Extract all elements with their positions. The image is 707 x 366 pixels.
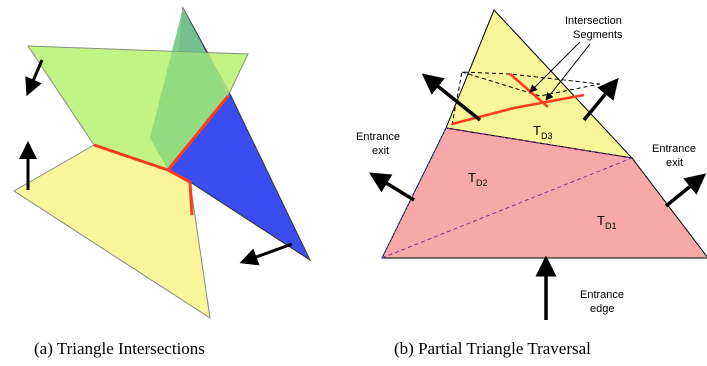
intersection-segment-right bbox=[167, 168, 194, 216]
label-td3-sub: D3 bbox=[541, 131, 553, 141]
pointer-line-2 bbox=[545, 43, 591, 101]
intersection-label-line2: Segments bbox=[573, 29, 623, 41]
arrow-left bbox=[369, 172, 415, 202]
label-td1: TD1 bbox=[597, 213, 616, 231]
entrance-exit-left-line1: Entrance bbox=[356, 131, 400, 143]
label-td1-sub: D1 bbox=[605, 221, 617, 231]
dashed-diag-2 bbox=[445, 127, 633, 159]
entrance-exit-right-line1: Entrance bbox=[652, 143, 696, 155]
entrance-edge-line2: edge bbox=[590, 303, 614, 315]
label-td3-main: T bbox=[533, 123, 541, 138]
dashed-inner-path bbox=[451, 71, 601, 126]
green-blue-overlap bbox=[150, 8, 228, 170]
label-td2: TD2 bbox=[468, 170, 487, 188]
intersection-segment-2 bbox=[513, 93, 585, 110]
panel-b: Intersection Segments Entrance exit Entr… bbox=[356, 9, 707, 320]
entrance-edge-line1: Entrance bbox=[580, 289, 624, 301]
dashed-edge-left bbox=[381, 127, 447, 259]
label-td2-main: T bbox=[468, 170, 476, 185]
caption-a: (a) Triangle Intersections bbox=[34, 339, 205, 358]
arrow-right bbox=[664, 173, 707, 208]
dashed-inner-path-2 bbox=[461, 71, 601, 97]
arrow-diag-top-left bbox=[25, 59, 44, 97]
caption-b: (b) Partial Triangle Traversal bbox=[394, 339, 591, 358]
label-td3: TD3 bbox=[533, 123, 552, 141]
arrow-upper-left bbox=[421, 73, 482, 122]
label-td1-main: T bbox=[597, 213, 605, 228]
entrance-exit-left-line2: exit bbox=[372, 145, 389, 157]
dashed-diag-1 bbox=[381, 157, 633, 259]
panel-a bbox=[13, 6, 312, 320]
intersection-segment-3 bbox=[451, 106, 515, 126]
arrow-bottom-right bbox=[239, 242, 293, 266]
intersection-label-line1: Intersection bbox=[565, 15, 622, 27]
entrance-exit-right-line2: exit bbox=[666, 157, 683, 169]
arrow-upper-right bbox=[582, 77, 619, 122]
intersection-segment-1 bbox=[509, 73, 549, 108]
pointer-line-1 bbox=[529, 41, 581, 93]
label-td2-sub: D2 bbox=[476, 178, 488, 188]
